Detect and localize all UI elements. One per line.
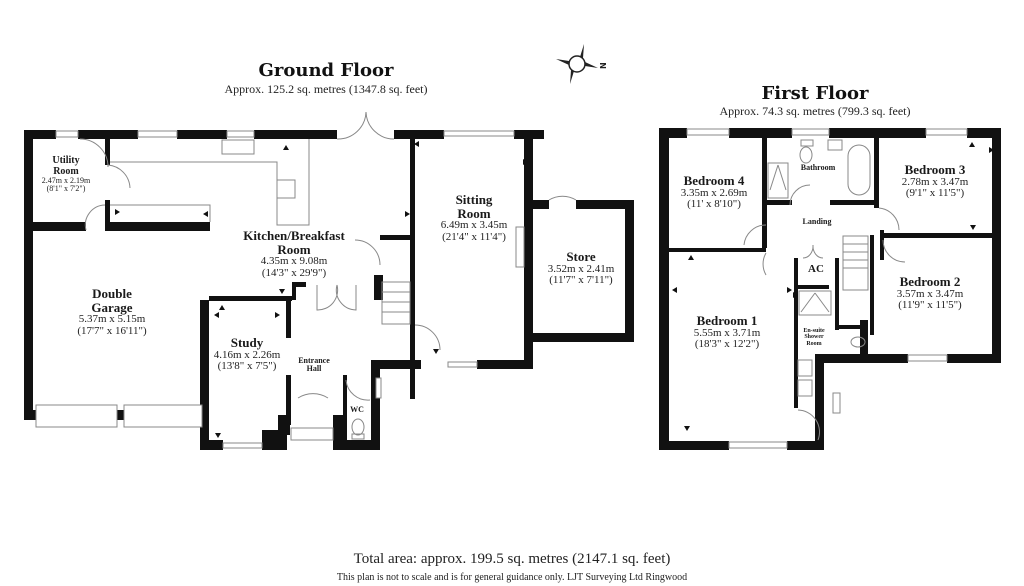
room-dimensions-metric: 3.57m x 3.47m xyxy=(896,287,964,300)
room-name-line2: Room xyxy=(53,165,79,177)
room-name: Bathroom xyxy=(800,163,836,172)
room-label-en-suite-shower-room: En-suite Shower Room xyxy=(803,328,824,347)
ground-floor-fixtures xyxy=(35,111,577,449)
first-floor-title: First Floor xyxy=(761,83,869,104)
first-floor-walls xyxy=(659,128,1001,450)
room-label-double-garage: Double Garage 5.37m x 5.15m (17'7" x 16'… xyxy=(77,287,146,337)
room-name: Bedroom 3 xyxy=(904,162,966,177)
first-floor-area: Approx. 74.3 sq. metres (799.3 sq. feet) xyxy=(719,104,911,118)
room-label-store: Store 3.52m x 2.41m (11'7" x 7'11") xyxy=(548,250,615,287)
room-name: WC xyxy=(350,405,364,414)
first-floor-fixtures xyxy=(686,128,968,449)
ground-floor-area: Approx. 125.2 sq. metres (1347.8 sq. fee… xyxy=(224,82,428,96)
room-name: Landing xyxy=(802,217,832,226)
room-dimensions-metric: 2.47m x 2.19m xyxy=(41,176,91,185)
room-dimensions-metric: 5.55m x 3.71m xyxy=(693,326,761,339)
room-name-line2: Shower xyxy=(804,334,824,341)
room-dimensions-metric: 6.49m x 3.45m xyxy=(440,219,508,232)
compass-north-label: N xyxy=(599,62,608,69)
ground-floor-title: Ground Floor xyxy=(258,60,394,81)
first-floor-socket-markers xyxy=(672,142,994,431)
ground-floor-socket-markers xyxy=(115,141,528,438)
room-dimensions-imperial: (11'9" x 11'5") xyxy=(898,299,962,312)
ground-floor-walls xyxy=(24,130,634,450)
room-name: Utility xyxy=(52,155,80,166)
room-name-line2: Room xyxy=(457,205,491,221)
room-dimensions-imperial: (13'8" x 7'5") xyxy=(217,360,277,373)
room-name-line2: Hall xyxy=(306,364,322,374)
room-dimensions-imperial: (9'1" x 11'5") xyxy=(905,187,965,200)
room-name: Store xyxy=(566,249,596,264)
room-name: Bedroom 4 xyxy=(683,173,745,188)
room-label-wc: WC xyxy=(350,405,364,414)
room-label-bedroom-1: Bedroom 1 5.55m x 3.71m (18'3" x 12'2") xyxy=(694,314,761,351)
room-dimensions-metric: 3.35m x 2.69m xyxy=(680,186,748,199)
room-label-bedroom-4: Bedroom 4 3.35m x 2.69m (11' x 8'10") xyxy=(681,174,748,211)
room-dimensions-imperial: (14'3" x 29'9") xyxy=(261,266,327,279)
room-dimensions-imperial: (18'3" x 12'2") xyxy=(694,338,760,351)
room-label-ac: AC xyxy=(808,263,824,276)
room-label-bedroom-3: Bedroom 3 2.78m x 3.47m (9'1" x 11'5") xyxy=(902,163,969,200)
room-name: Sitting xyxy=(455,192,493,207)
room-label-bedroom-2: Bedroom 2 3.57m x 3.47m (11'9" x 11'5") xyxy=(897,275,964,312)
room-name: AC xyxy=(808,263,824,275)
room-name: Double xyxy=(92,286,132,301)
room-dimensions-imperial: (11'7" x 7'11") xyxy=(549,274,613,287)
room-name: Entrance xyxy=(298,356,330,365)
room-dimensions-metric: 4.35m x 9.08m xyxy=(260,255,328,268)
room-dimensions-imperial: (11' x 8'10") xyxy=(687,198,741,211)
room-name: Kitchen/Breakfast xyxy=(243,228,345,243)
total-area: Total area: approx. 199.5 sq. metres (21… xyxy=(353,551,671,567)
room-label-entrance-hall: Entrance Hall xyxy=(298,356,330,374)
room-dimensions-imperial: (21'4" x 11'4") xyxy=(442,230,506,243)
room-label-landing: Landing xyxy=(802,217,832,226)
room-dimensions-metric: 3.52m x 2.41m xyxy=(547,262,615,275)
room-label-sitting-room: Sitting Room 6.49m x 3.45m (21'4" x 11'4… xyxy=(441,193,508,243)
disclaimer: This plan is not to scale and is for gen… xyxy=(336,572,688,583)
room-name-line3: Room xyxy=(806,340,822,347)
room-name: En-suite xyxy=(803,328,825,334)
room-name-line2: Room xyxy=(277,241,311,257)
room-label-study: Study 4.16m x 2.26m (13'8" x 7'5") xyxy=(214,336,281,373)
room-dimensions-imperial: (8'1" x 7'2") xyxy=(46,184,86,194)
room-name-line2: Garage xyxy=(91,299,133,315)
room-dimensions-metric: 4.16m x 2.26m xyxy=(213,348,281,361)
compass-icon: N xyxy=(556,44,608,84)
room-dimensions-metric: 5.37m x 5.15m xyxy=(78,313,146,326)
room-label-kitchen-breakfast-room: Kitchen/Breakfast Room 4.35m x 9.08m (14… xyxy=(243,229,345,279)
room-name: Bedroom 1 xyxy=(696,313,758,328)
room-dimensions-imperial: (17'7" x 16'11") xyxy=(77,324,147,337)
room-dimensions-metric: 2.78m x 3.47m xyxy=(901,175,969,188)
room-name: Study xyxy=(230,335,264,350)
room-label-bathroom: Bathroom xyxy=(800,163,836,172)
room-label-utility-room: Utility Room 2.47m x 2.19m (8'1" x 7'2") xyxy=(41,155,91,194)
room-name: Bedroom 2 xyxy=(899,274,961,289)
